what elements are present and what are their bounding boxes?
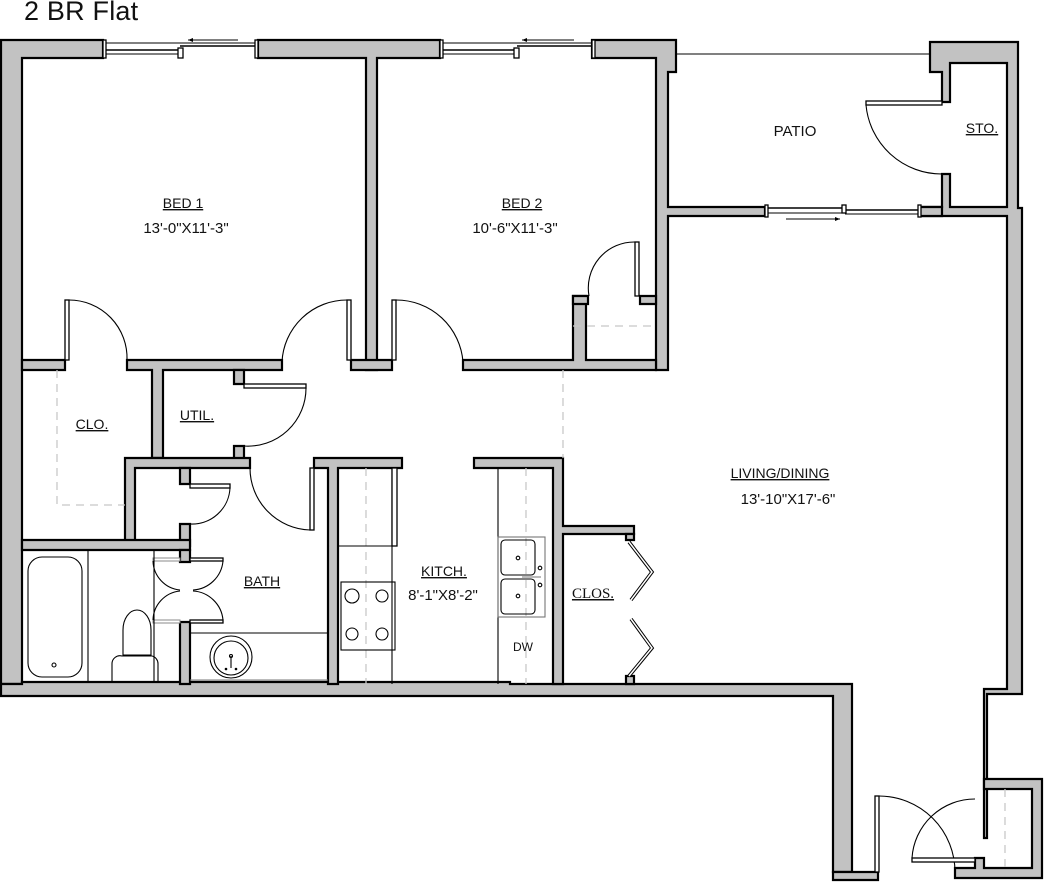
- bed1-closet-door: [64, 299, 128, 361]
- kitchen-dimensions: 8'-1"X8'-2": [408, 587, 478, 604]
- patio-label: PATIO: [774, 123, 817, 140]
- entry-closet-door: [911, 798, 976, 863]
- fixtures: DW: [27, 467, 546, 684]
- bed2-sliding-window: [439, 38, 596, 59]
- bed2-label: BED 2: [502, 195, 543, 211]
- kitchen-counter-left: [338, 467, 398, 684]
- patio-sliding-door: [764, 204, 922, 221]
- toilet-room-double-door: [152, 557, 224, 624]
- windows: [102, 38, 930, 221]
- front-entry-door: [874, 795, 956, 873]
- bed2-dimensions: 10'-6"X11'-3": [472, 220, 557, 237]
- kitchen-label: KITCH.: [421, 563, 467, 579]
- doors: [64, 100, 976, 873]
- range-icon: [340, 581, 396, 651]
- bed2-entry-door: [391, 299, 464, 363]
- bathtub-icon: [27, 550, 89, 682]
- living-dimensions: 13'-10"X17'-6": [741, 491, 836, 508]
- interior-walls: [20, 294, 658, 686]
- bed1-dimensions: 13'-0"X11'-3": [143, 220, 228, 237]
- utility-label: UTIL.: [180, 407, 214, 423]
- utility-door: [243, 383, 307, 447]
- storage-label: STO.: [966, 120, 998, 136]
- bed1-entry-door: [281, 299, 352, 363]
- bed1-sliding-window: [102, 38, 259, 59]
- bed2-closet-door: [587, 241, 640, 297]
- living-label: LIVING/DINING: [731, 465, 830, 481]
- hidden-lines: [56, 325, 1006, 868]
- bathroom-sink-icon: [190, 632, 328, 681]
- toilet-icon: [111, 550, 159, 683]
- plan-title: 2 BR Flat: [24, 0, 139, 26]
- room-labels: BED 1 13'-0"X11'-3" BED 2 10'-6"X11'-3" …: [76, 120, 999, 604]
- living-closet-bifold-door: [627, 540, 655, 678]
- bed1-label: BED 1: [163, 195, 204, 211]
- linen-closet-door: [189, 483, 231, 525]
- living-closet-label: CLOS.: [572, 586, 614, 602]
- bath-entry-door: [249, 467, 315, 531]
- closet-bed1-label: CLO.: [76, 416, 109, 432]
- double-kitchen-sink-icon: [497, 536, 546, 618]
- bath-label: BATH: [244, 573, 280, 589]
- storage-door: [865, 100, 943, 175]
- dishwasher-label: DW: [513, 640, 534, 654]
